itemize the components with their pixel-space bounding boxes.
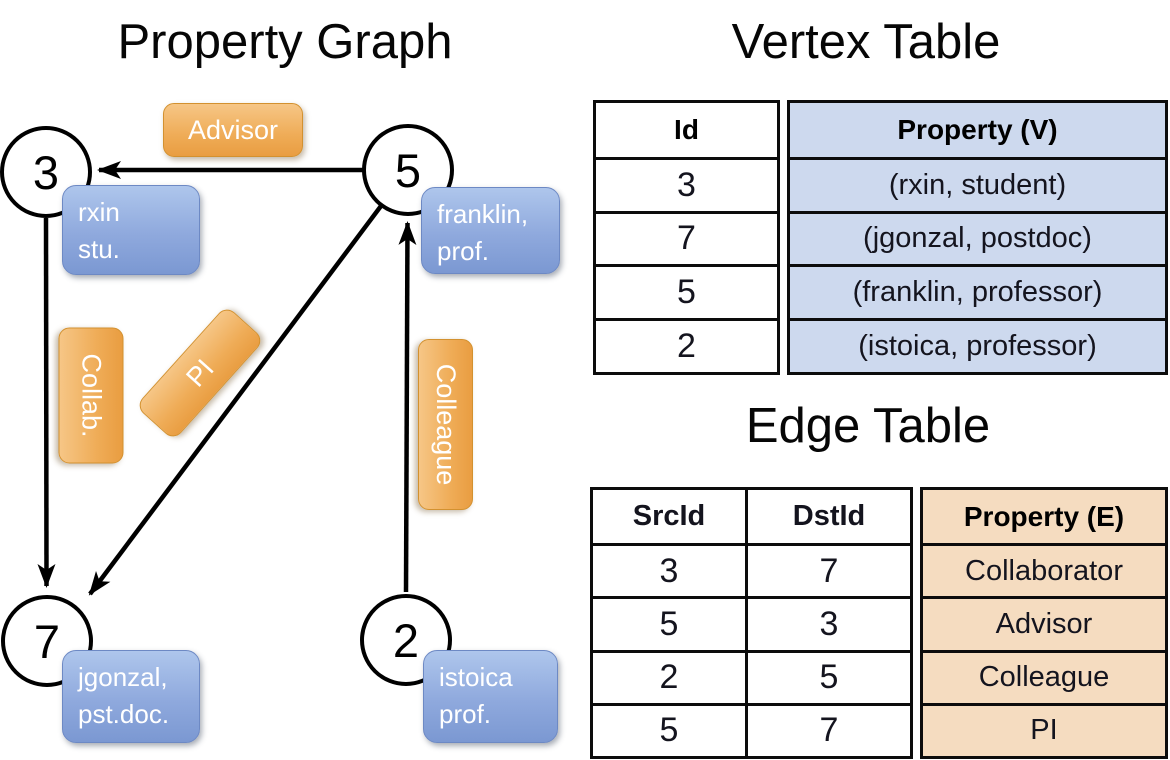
edge-table-property-cell: Collaborator <box>923 543 1165 596</box>
edge-table-id-columns: SrcId DstId 3 7 5 3 2 5 5 7 <box>590 487 913 759</box>
vertex-table-id-column: Id 3 7 5 2 <box>593 100 780 375</box>
edge-table-title: Edge Table <box>745 399 991 453</box>
graph-edges-layer <box>37 161 417 596</box>
vertex-circle-2: 2 <box>360 594 452 686</box>
edge-label-collab: Collab. <box>58 327 124 464</box>
vertex-id-2: 2 <box>392 613 420 667</box>
property-graph-title: Property Graph <box>117 15 453 69</box>
vertex-table-id-cell: 2 <box>596 318 777 372</box>
edge-table-dst-cell: 5 <box>745 652 910 703</box>
edge-label-text: Advisor <box>187 114 279 145</box>
vertex-table-id-cell: 3 <box>596 156 777 211</box>
vertex-label-line: istoica <box>439 662 513 692</box>
edge-table-dst-cell: 3 <box>745 599 910 650</box>
edge-table-src-cell: 3 <box>659 551 679 590</box>
edge-label-text: PI <box>179 353 220 393</box>
vertex-label-line: jgonzal, <box>78 662 168 692</box>
edge-label-text: Collab. <box>76 353 107 438</box>
vertex-label-istoica: istoica prof. <box>423 650 558 743</box>
vertex-label-line: franklin, <box>437 199 529 229</box>
edge-table-dst-header: DstId <box>745 490 910 544</box>
vertex-label-jgonzal: jgonzal, pst.doc. <box>62 650 200 743</box>
vertex-table-property-cell: (jgonzal, postdoc) <box>790 210 1165 265</box>
vertex-id-7: 7 <box>33 614 61 668</box>
vertex-label-line: prof. <box>437 235 490 266</box>
edge-table-row: 5 3 <box>593 596 910 650</box>
edge-table-property-column: Property (E) Collaborator Advisor Collea… <box>920 487 1168 759</box>
vertex-table-property-header: Property (V) <box>897 113 1058 145</box>
edge-collab-3-to-7 <box>37 217 56 588</box>
edge-table-row: 2 5 <box>593 649 910 703</box>
vertex-label-line: stu. <box>78 233 120 264</box>
edge-table-property-cell: Colleague <box>923 649 1165 703</box>
edge-colleague-2-to-5 <box>398 221 417 593</box>
edge-label-colleague: Colleague <box>418 339 473 510</box>
vertex-id-3: 3 <box>32 145 60 199</box>
edge-table-row: 5 7 <box>593 702 910 756</box>
edge-table-src-header: SrcId <box>632 500 706 533</box>
vertex-table-property-column: Property (V) (rxin, student) (jgonzal, p… <box>787 100 1168 375</box>
edge-table-header-row: SrcId DstId <box>593 490 910 544</box>
vertex-table-id-header: Id <box>674 113 699 145</box>
edge-table-dst-cell: 7 <box>745 546 910 597</box>
vertex-circle-5: 5 <box>362 124 454 216</box>
vertex-id-5: 5 <box>394 143 422 197</box>
vertex-table-id-cell: 7 <box>596 210 777 265</box>
edge-table-src-cell: 5 <box>659 711 679 750</box>
vertex-table-id-cell: 5 <box>596 264 777 318</box>
vertex-label-rxin: rxin stu. <box>62 185 200 275</box>
vertex-label-line: pst.doc. <box>78 698 170 729</box>
edge-table-dst-cell: 7 <box>745 705 910 756</box>
vertex-label-franklin: franklin, prof. <box>421 187 560 274</box>
vertex-label-line: prof. <box>439 698 492 729</box>
edge-table-property-cell: PI <box>923 702 1165 756</box>
edge-table-row: 3 7 <box>593 543 910 597</box>
edge-table-src-cell: 5 <box>659 604 679 643</box>
vertex-table-property-cell: (franklin, professor) <box>790 264 1165 318</box>
edge-table-property-header: Property (E) <box>963 500 1125 532</box>
edge-pi-5-to-7 <box>88 204 383 596</box>
edge-label-text: Colleague <box>431 363 461 486</box>
vertex-table-title: Vertex Table <box>731 15 1001 69</box>
edge-table-src-cell: 2 <box>659 658 679 697</box>
vertex-table-property-cell: (istoica, professor) <box>790 318 1165 372</box>
edge-table-property-cell: Advisor <box>923 596 1165 649</box>
vertex-label-line: rxin <box>78 197 120 227</box>
vertex-table-property-cell: (rxin, student) <box>790 156 1165 211</box>
edge-label-advisor: Advisor <box>163 103 303 157</box>
